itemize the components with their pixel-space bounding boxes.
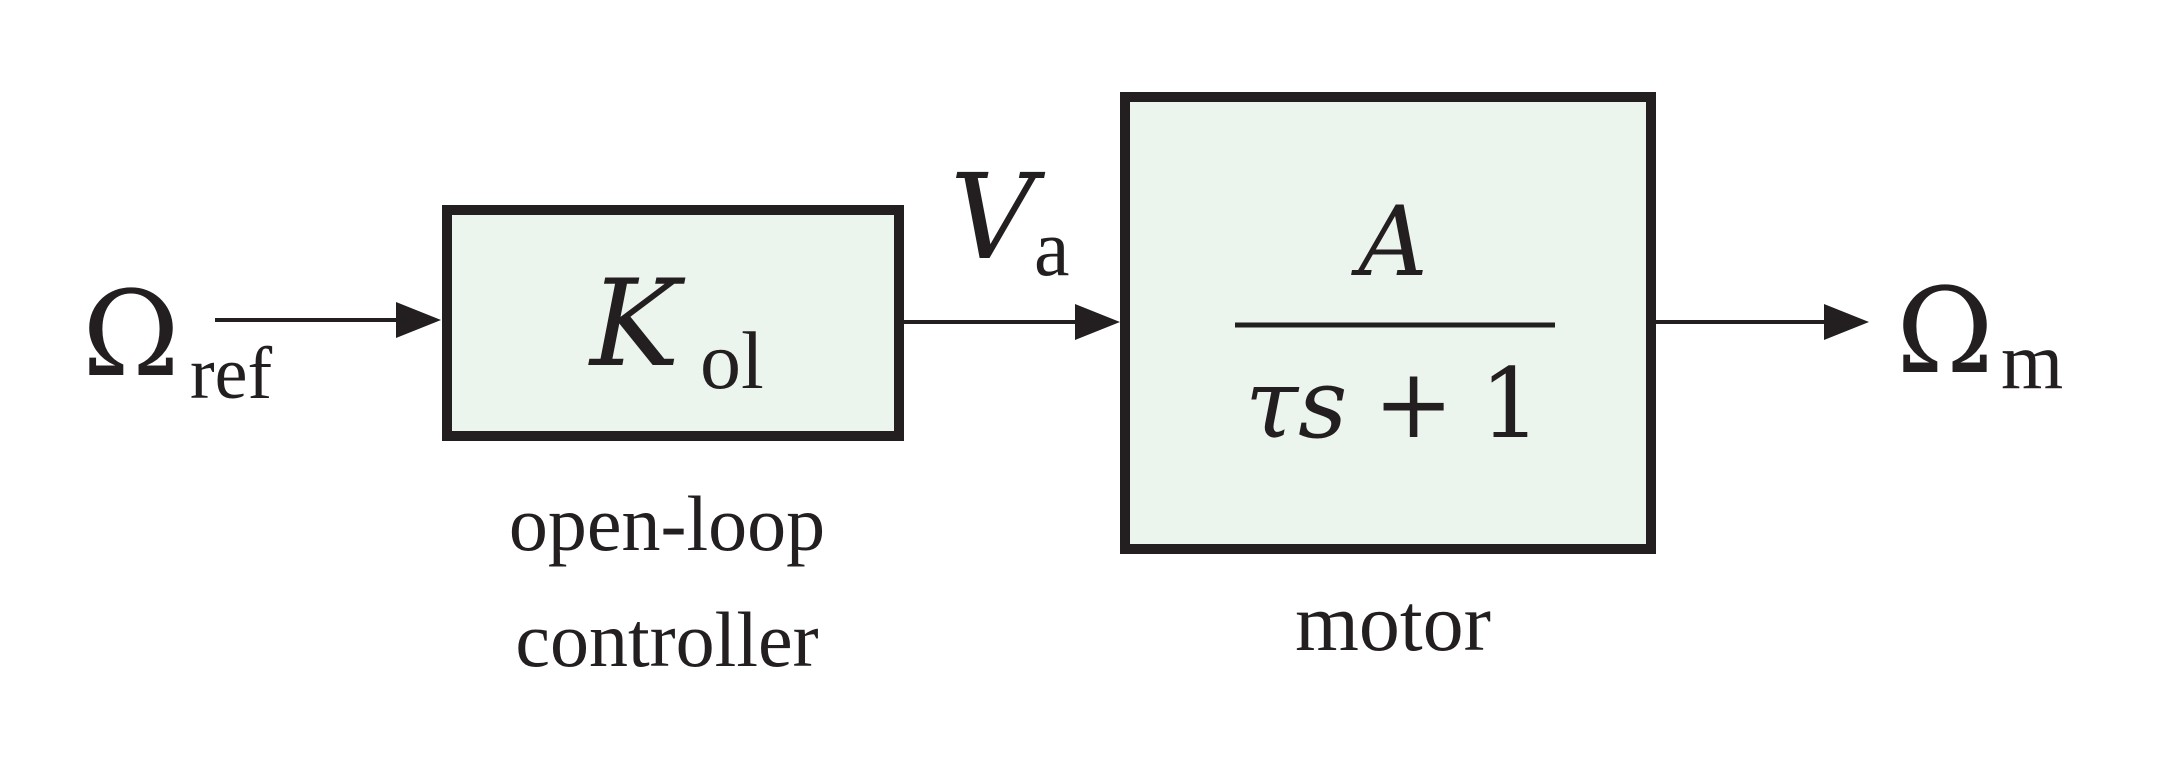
input-signal-label: Ω ref [82, 265, 272, 415]
denominator-one: 1 [1480, 348, 1541, 460]
voltage-signal-subscript: a [1034, 205, 1070, 293]
voltage-signal-symbol: V [950, 148, 1046, 286]
controller-block [442, 205, 904, 441]
input-signal-symbol: Ω [82, 265, 180, 403]
input-arrow [215, 302, 441, 338]
motor-caption: motor [1295, 577, 1491, 668]
denominator-s: s [1298, 348, 1347, 460]
voltage-arrow [904, 304, 1120, 340]
motor-numerator: A [1350, 186, 1427, 298]
denominator-plus: + [1373, 348, 1453, 460]
controller-gain-symbol: K [588, 255, 686, 394]
voltage-signal-label: V a [950, 148, 1070, 293]
output-arrow [1656, 304, 1869, 340]
controller-gain-label: K ol [588, 255, 764, 406]
denominator-tau: τ [1245, 348, 1300, 460]
output-signal-label: Ω m [1896, 262, 2063, 406]
motor-denominator: τs+1 [1245, 348, 1541, 460]
motor-transfer-function: A τs+1 [1235, 186, 1555, 460]
controller-gain-subscript: ol [700, 315, 764, 406]
controller-caption-line2: controller [515, 596, 818, 683]
controller-caption-line1: open-loop [509, 480, 825, 567]
input-signal-subscript: ref [190, 333, 272, 415]
output-signal-symbol: Ω [1896, 262, 1994, 400]
output-signal-subscript: m [2001, 318, 2063, 406]
